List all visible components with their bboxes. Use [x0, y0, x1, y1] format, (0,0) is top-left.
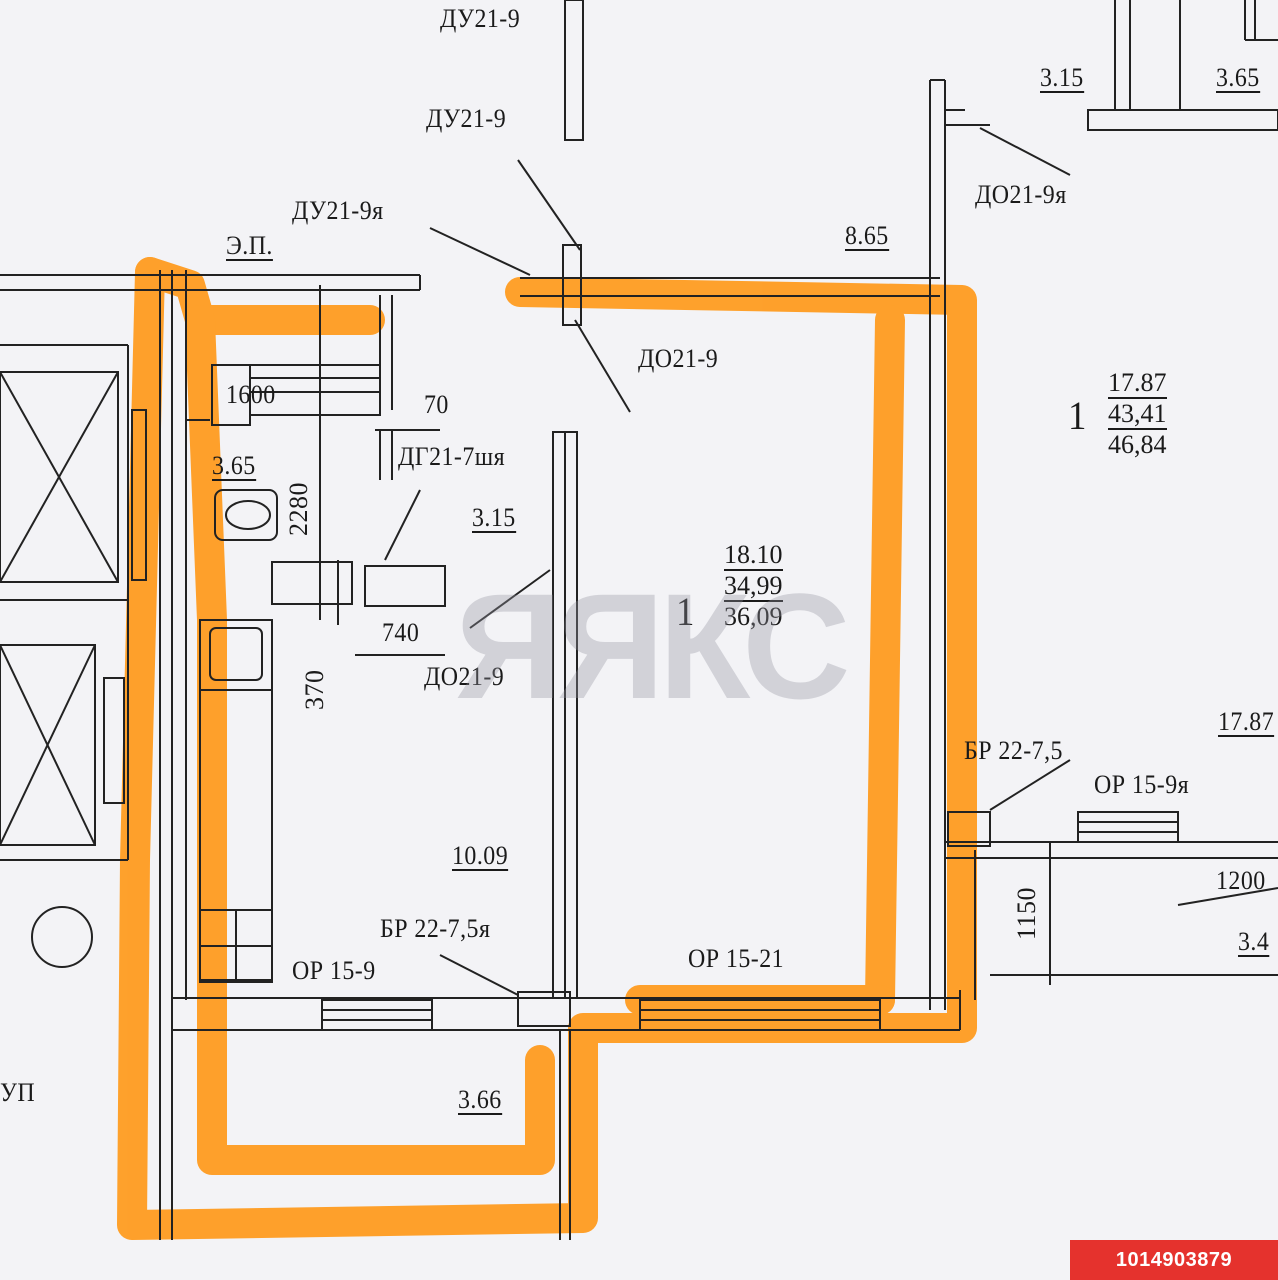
area-3-65-left: 3.65	[212, 451, 256, 482]
neighbor-living-area: 17.87	[1108, 368, 1167, 400]
window-label-or-15-21: ОР 15-21	[688, 944, 785, 973]
neighbor-total-area: 43,41	[1108, 399, 1167, 431]
bathroom-fixtures	[199, 364, 446, 983]
neighbor-total-with-balcony: 46,84	[1108, 430, 1167, 460]
area-3-15-top: 3.15	[1040, 63, 1084, 94]
area-3-15-mid: 3.15	[472, 503, 516, 534]
elevator-shafts	[0, 344, 147, 968]
apartment-total-with-balcony: 36,09	[724, 602, 783, 632]
area-8-65: 8.65	[845, 221, 889, 252]
area-10-09: 10.09	[452, 841, 509, 872]
area-17-87-right: 17.87	[1218, 707, 1275, 738]
dimension-1150: 1150	[1012, 886, 1041, 940]
listing-id-badge: 1014903879	[1070, 1240, 1278, 1280]
neighbor-rooms: 1	[1068, 393, 1087, 438]
door-label-du21-9ya: ДУ21-9я	[292, 196, 384, 225]
apartment-rooms: 1	[676, 589, 695, 634]
leader-lines	[185, 127, 1278, 996]
area-3-4-right: 3.4	[1238, 927, 1270, 958]
door-label-do21-9-top: ДО21-9	[638, 344, 719, 373]
watermark-logo: ЯЯКС	[455, 562, 851, 730]
dimension-2280: 2280	[284, 482, 313, 536]
apartment-area-summary: 18.10 34,99 36,09	[724, 540, 783, 631]
dimension-70: 70	[424, 390, 449, 419]
label-up: УП	[0, 1078, 36, 1107]
label-ep: Э.П.	[226, 231, 273, 262]
area-3-66: 3.66	[458, 1085, 502, 1116]
window-label-or-15-9: ОР 15-9	[292, 956, 376, 985]
window-label-br-22-7-5: БР 22-7,5	[964, 736, 1063, 765]
window-label-br-22-7-5ya: БР 22-7,5я	[380, 914, 491, 943]
door-label-du21-9-top: ДУ21-9	[440, 4, 521, 33]
dimension-1200: 1200	[1216, 866, 1266, 895]
door-label-do21-9-mid: ДО21-9	[424, 662, 505, 691]
dimension-740: 740	[382, 618, 420, 647]
windows	[321, 811, 1179, 1031]
apartment-total-area: 34,99	[724, 571, 783, 603]
door-label-do21-9ya: ДО21-9я	[975, 180, 1067, 209]
dimension-370: 370	[300, 669, 329, 711]
apartment-living-area: 18.10	[724, 540, 783, 572]
door-label-dg21-7shya: ДГ21-7шя	[398, 442, 506, 471]
area-3-65-top: 3.65	[1216, 63, 1260, 94]
dimension-1600: 1600	[226, 380, 276, 409]
door-label-du21-9-mid: ДУ21-9	[426, 104, 507, 133]
window-label-or-15-9ya: ОР 15-9я	[1094, 770, 1190, 799]
neighbor-area-summary: 17.87 43,41 46,84	[1108, 368, 1167, 459]
